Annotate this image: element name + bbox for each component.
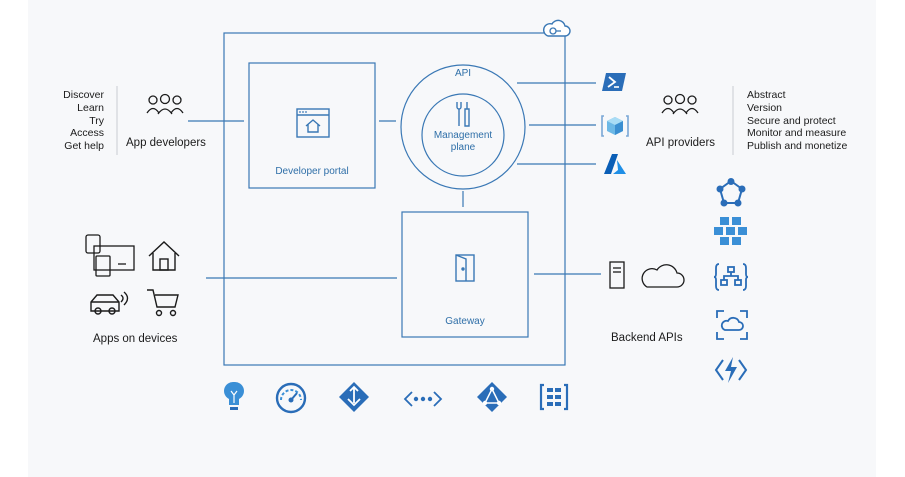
browser-home-icon [296,108,330,138]
powershell-icon [602,73,626,91]
connected-car-icon [90,291,129,315]
management-plane-inner-circle [421,93,505,177]
developer-portal-label: Developer portal [275,166,349,177]
home-icon [148,241,180,271]
kubernetes-icon [714,217,747,245]
gateway-box [401,211,529,338]
verb-abstract: Abstract [747,89,786,101]
api-providers-label: API providers [646,137,716,149]
api-providers-icon [661,93,699,115]
door-icon [455,254,475,282]
resource-manager-icon [601,115,629,137]
verb-get-help: Get help [64,140,104,153]
server-icon [609,261,625,289]
event-hubs-icon [539,383,569,411]
cloud-icon [641,264,685,288]
gateway-label: Gateway [445,316,485,327]
api-label: API [454,68,472,79]
management-plane-outer-circle [400,64,526,190]
devices-icon [85,234,135,277]
active-directory-icon [477,382,507,412]
azure-icon [604,154,626,174]
logic-apps-icon [713,263,749,291]
provider-verbs: Abstract Version Secure and protect Moni… [747,89,867,153]
management-plane-label: Management plane [433,130,493,153]
cloud-apim-icon [542,19,571,37]
developer-verbs: Discover Learn Try Access Get help [42,89,104,153]
monitor-icon [275,382,307,414]
verb-try: Try [89,114,104,127]
tools-icon [456,102,470,127]
service-fabric-icon [716,178,746,207]
app-developers-label: App developers [126,137,206,149]
verb-version: Version [747,101,783,114]
verb-monitor-and-measure: Monitor and measure [747,127,847,140]
app-insights-icon [224,381,244,410]
apps-on-devices-label: Apps on devices [93,333,178,345]
shopping-cart-icon [147,289,179,317]
developer-portal-box [248,62,376,189]
backend-apis-label: Backend APIs [611,332,683,344]
app-service-icon [716,310,748,340]
verb-publish-and-monetize: Publish and monetize [747,140,848,153]
verb-discover: Discover [63,89,104,101]
virtual-network-icon [403,391,443,407]
app-developers-icon [146,93,184,115]
functions-icon [714,357,748,383]
devops-icon [339,382,369,412]
verb-learn: Learn [77,101,104,114]
verb-access: Access [70,127,104,140]
apim-frame [223,32,566,366]
verb-secure-and-protect: Secure and protect [747,114,836,127]
